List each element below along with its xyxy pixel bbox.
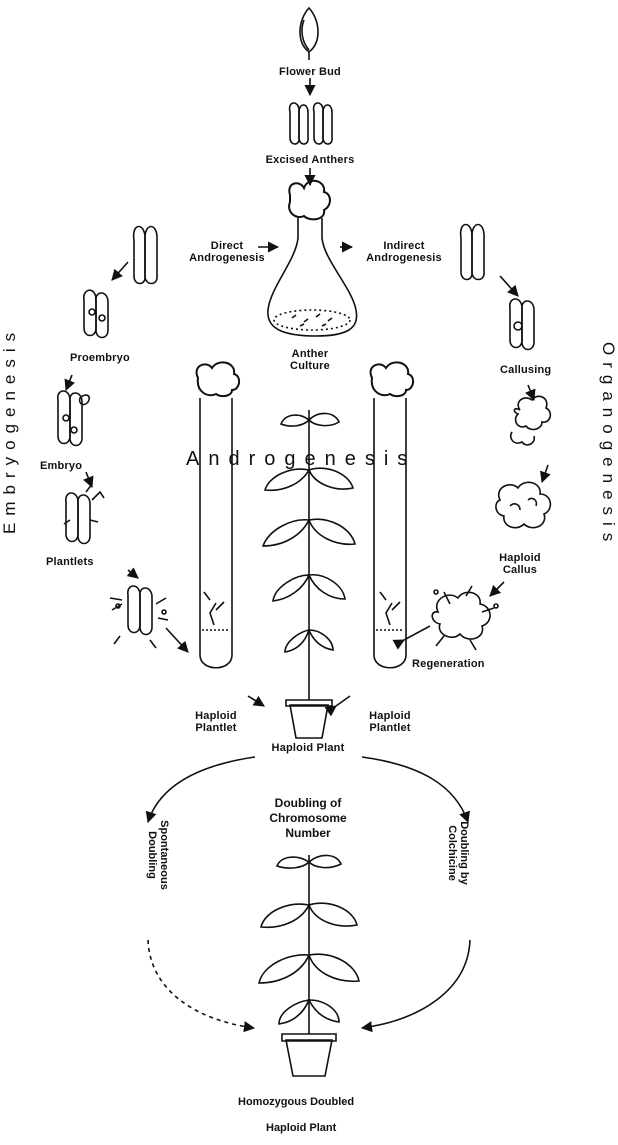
homozygous-doubled-label: Homozygous Doubled xyxy=(238,1096,354,1108)
arrow-to-left-tube xyxy=(166,628,188,652)
organogenesis-label: Organogenesis xyxy=(594,342,618,538)
plantlet-cluster-icon xyxy=(110,586,168,648)
haploid-plant-label: Haploid Plant xyxy=(240,742,376,754)
plantlets-icon xyxy=(64,484,104,544)
arrow-plantlets-cluster xyxy=(128,570,138,578)
arrow-to-embryo xyxy=(66,375,72,390)
haploid-callus-icon xyxy=(496,482,550,527)
androgenesis-title: Androgenesis xyxy=(186,448,416,471)
proembryo-icon xyxy=(84,290,108,337)
test-tube-left-icon xyxy=(197,362,240,667)
anther-right-icon xyxy=(461,225,484,280)
arrow-to-regeneration xyxy=(490,582,504,596)
embryo-icon xyxy=(58,391,89,446)
arrow-colchicine-to-plant xyxy=(362,940,470,1028)
regeneration-icon xyxy=(432,586,498,650)
doubling-chromosome-label: Doubling of Chromosome Number xyxy=(240,796,376,841)
direct-androgenesis-label: Direct Androgenesis xyxy=(188,240,266,264)
arrow-to-callusing xyxy=(500,276,518,296)
excised-anthers-icon xyxy=(290,103,333,144)
arrow-spontaneous-to-plant xyxy=(148,940,254,1028)
excised-anthers-label: Excised Anthers xyxy=(238,154,382,166)
callusing-label: Callusing xyxy=(500,364,551,376)
proembryo-label: Proembryo xyxy=(70,352,130,364)
haploid-callus-label: Haploid Callus xyxy=(490,552,550,576)
flower-bud-icon xyxy=(300,8,318,60)
arrow-left-tube-to-plant xyxy=(248,696,264,706)
arrow-right-tube-to-plant xyxy=(336,696,350,706)
indirect-androgenesis-label: Indirect Androgenesis xyxy=(356,240,452,264)
haploid-plantlet-left-label: Haploid Plantlet xyxy=(176,710,256,734)
regeneration-label: Regeneration xyxy=(412,658,485,670)
anther-left-icon xyxy=(134,227,157,284)
haploid-plantlet-right-label: Haploid Plantlet xyxy=(350,710,430,734)
embryo-label: Embryo xyxy=(40,460,82,472)
arrow-regeneration-tube xyxy=(404,626,430,640)
flower-bud-label: Flower Bud xyxy=(258,66,362,78)
embryogenesis-label: Embryogenesis xyxy=(0,354,24,534)
doubling-by-colchicine-label: Doubling by Colchicine xyxy=(444,808,470,898)
plantlets-label: Plantlets xyxy=(46,556,94,568)
haploid-plant-final-label: Haploid Plant xyxy=(266,1122,336,1134)
test-tube-right-icon xyxy=(371,362,414,667)
callusing-icon xyxy=(510,299,534,350)
spontaneous-doubling-label: Spontaneous Doubling xyxy=(144,810,170,900)
doubled-plant-icon xyxy=(259,855,359,1076)
callus-growth-icon xyxy=(511,396,551,445)
arrow-to-haploid-callus xyxy=(542,465,548,482)
flask-icon xyxy=(268,181,357,336)
arrow-to-proembryo xyxy=(112,262,128,280)
anther-culture-label: Anther Culture xyxy=(270,348,350,372)
